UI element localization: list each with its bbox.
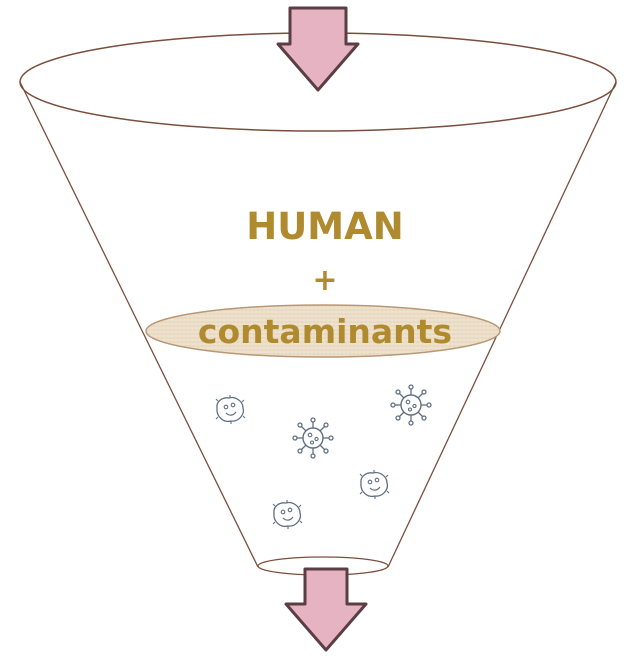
down-arrow-icon: [286, 569, 366, 650]
smiley-germ-icon: [216, 395, 245, 424]
label-contaminants: contaminants: [198, 312, 452, 351]
smiley-germ-icon: [273, 500, 302, 529]
virus-icon: [293, 418, 333, 458]
virus-icon: [391, 385, 431, 425]
label-human: HUMAN: [246, 205, 403, 248]
smiley-germ-icon: [360, 470, 389, 499]
label-plus: +: [312, 263, 337, 298]
down-arrow-icon: [278, 8, 358, 90]
